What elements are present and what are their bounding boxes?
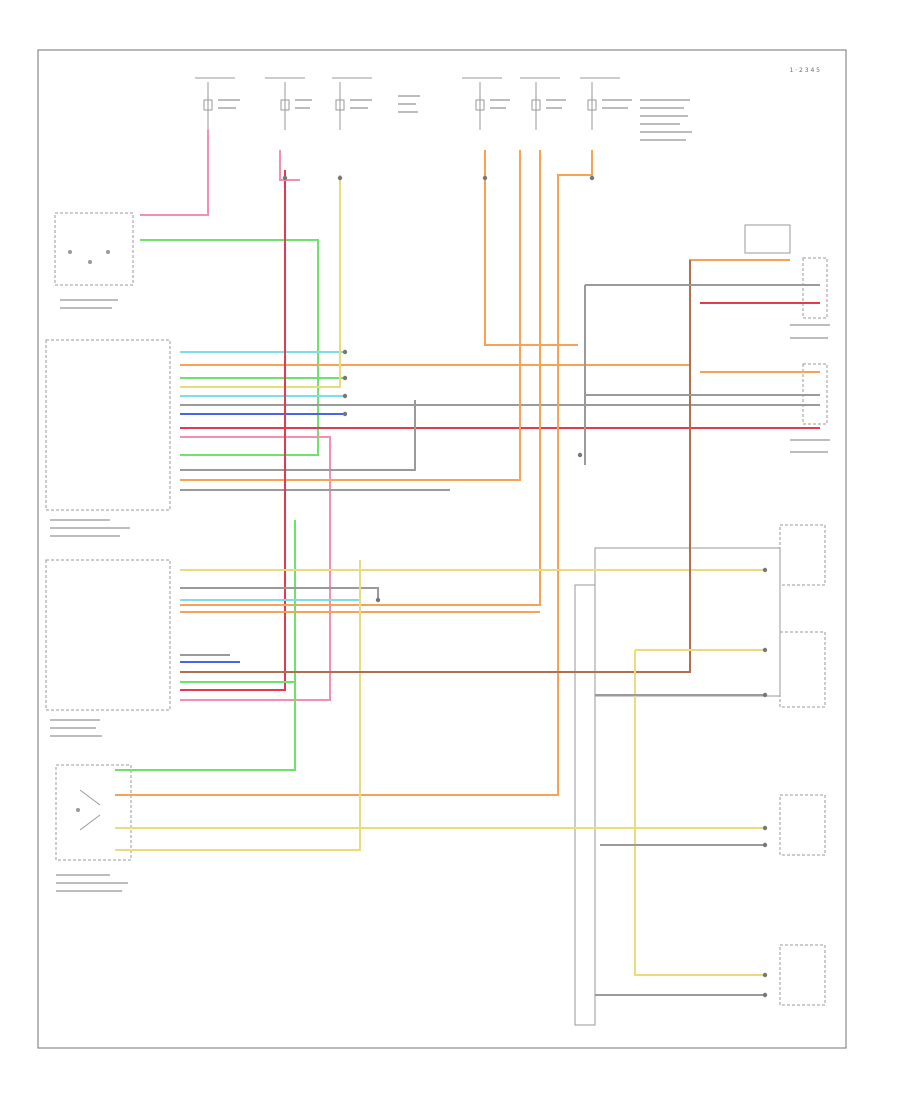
wire-yellow-35 xyxy=(634,650,765,976)
splice-node xyxy=(482,175,488,181)
splice-node xyxy=(762,992,768,998)
wire-gray-21 xyxy=(180,587,379,600)
fuse-5 xyxy=(520,77,560,130)
wire-green-19 xyxy=(115,520,296,771)
splice-node xyxy=(342,349,348,355)
corner-label: 1 · 2 3 4 5 xyxy=(789,67,820,74)
wire-pink-0 xyxy=(140,130,209,216)
wire-yellow-24 xyxy=(115,560,361,851)
master-switch xyxy=(45,339,171,537)
fuse-blocks xyxy=(195,77,620,130)
diagram-frame xyxy=(37,49,847,1049)
wire-red-14 xyxy=(180,170,286,691)
left-front-window-motor xyxy=(55,764,132,892)
small-print xyxy=(218,95,692,141)
fuse-2 xyxy=(265,77,305,130)
fuse-6 xyxy=(580,77,620,130)
wires xyxy=(115,130,820,996)
wire-brown-27 xyxy=(180,260,691,673)
splice-node xyxy=(762,842,768,848)
splice-node xyxy=(282,175,288,181)
splice-node xyxy=(342,375,348,381)
wire-pink-10 xyxy=(180,436,331,701)
wire-pink-15 xyxy=(279,150,300,181)
splice-node xyxy=(762,567,768,573)
splice-nodes xyxy=(282,175,768,998)
wire-green-1 xyxy=(140,239,319,456)
splice-node xyxy=(762,825,768,831)
splice-node xyxy=(342,411,348,417)
wire-gray-11 xyxy=(180,400,416,471)
rear-window-switches xyxy=(574,524,826,1026)
wire-orange-16 xyxy=(484,150,578,346)
wire-yellow-5 xyxy=(180,175,341,388)
splice-node xyxy=(375,597,381,603)
splice-node xyxy=(589,175,595,181)
wire-orange-12 xyxy=(180,150,521,481)
splice-node xyxy=(342,393,348,399)
splice-node xyxy=(762,972,768,978)
seat-control xyxy=(45,559,171,737)
wire-orange-17 xyxy=(180,150,541,606)
splice-node xyxy=(337,175,343,181)
splice-node xyxy=(762,692,768,698)
fuse-1 xyxy=(195,77,235,130)
wire-orange-18 xyxy=(115,150,593,796)
splice-node xyxy=(577,452,583,458)
fuse-3 xyxy=(332,77,372,130)
splice-node xyxy=(762,647,768,653)
fuse-4 xyxy=(462,77,502,130)
door-lock-relay xyxy=(54,212,134,309)
